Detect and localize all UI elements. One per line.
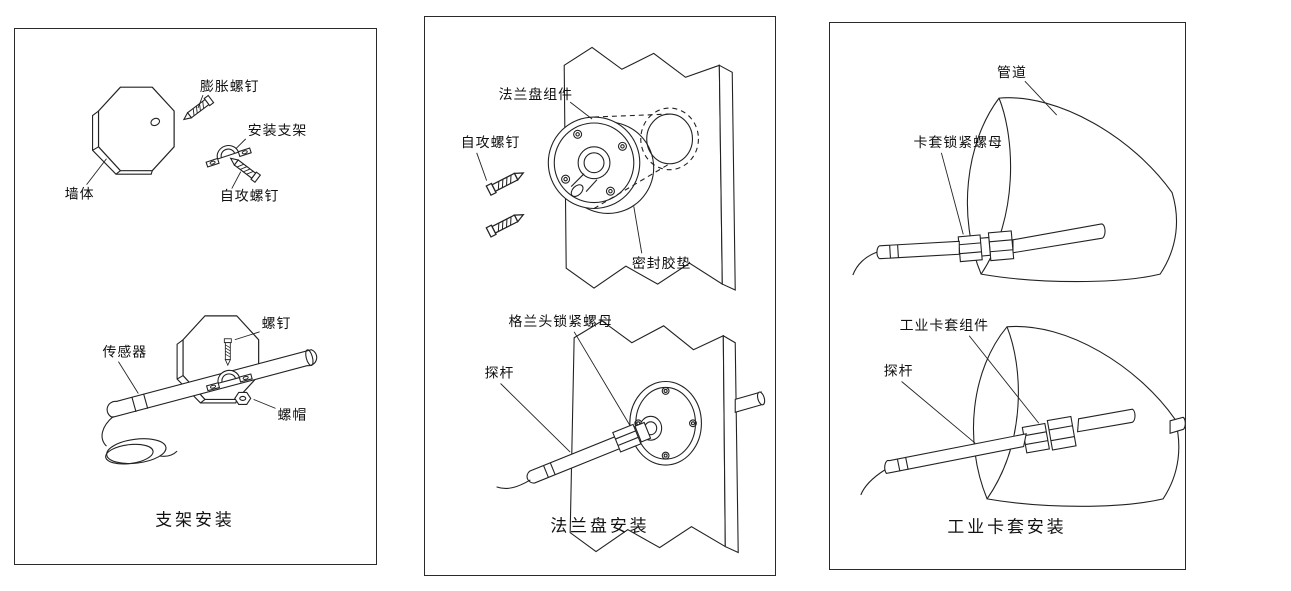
leader-flange-assembly <box>569 101 593 120</box>
label-pipe: 管道 <box>997 64 1027 80</box>
leader-probe <box>500 383 571 453</box>
label-bracket: 安装支架 <box>248 122 308 138</box>
tapping-screw-drawing <box>227 154 261 183</box>
label-tapping-screw: 自攻螺钉 <box>461 134 521 150</box>
leader-screw <box>234 331 260 341</box>
ferrule-fitting-top-drawing <box>852 223 1106 276</box>
panel-ferrule-install: 管道 卡套锁紧螺母 <box>829 22 1186 570</box>
pipe-bottom-drawing <box>972 325 1180 507</box>
flange-assembly-drawing <box>547 113 670 215</box>
leader-tapping-screw <box>231 171 242 189</box>
label-probe: 探杆 <box>884 363 914 379</box>
gland-collar-drawing <box>634 421 652 443</box>
bracket-install-diagram: 膨胀螺钉 安装支架 墙体 自攻螺钉 <box>65 78 318 530</box>
leader-ferrule-lock-nut <box>940 152 964 235</box>
mounted-flange-drawing <box>629 380 702 466</box>
wall-panel-top-drawing <box>563 46 736 291</box>
leader-wall <box>86 158 107 185</box>
gland-lock-nut-drawing <box>612 423 642 453</box>
flange-install-diagram: 法兰盘组件 自攻螺钉 密封胶垫 <box>461 46 766 554</box>
ferrule-fitting-bottom-drawing <box>860 408 1136 496</box>
label-ferrule-assembly: 工业卡套组件 <box>900 317 989 333</box>
tapping-screw-drawing-2 <box>485 209 527 238</box>
leader-ferrule-assembly <box>968 335 1040 424</box>
label-expansion-screw: 膨胀螺钉 <box>200 78 260 94</box>
sensor-assembly-drawing <box>101 315 318 465</box>
leader-sealing-gasket <box>633 206 643 254</box>
label-probe: 探杆 <box>485 365 515 381</box>
label-gland-lock-nut: 格兰头锁紧螺母 <box>509 313 613 329</box>
panel-caption-bracket: 支架安装 <box>155 511 235 530</box>
leader-expansion-screw <box>197 94 204 109</box>
label-flange-assembly: 法兰盘组件 <box>499 86 574 102</box>
label-tapping-screw: 自攻螺钉 <box>220 188 280 204</box>
ferrule-install-diagram: 管道 卡套锁紧螺母 <box>852 64 1185 537</box>
label-wall: 墙体 <box>65 186 95 202</box>
projection-dashed-lines <box>593 113 670 209</box>
panel-bracket-install: 膨胀螺钉 安装支架 墙体 自攻螺钉 <box>14 28 377 565</box>
leader-gland-lock-nut <box>573 331 631 426</box>
leader-bracket <box>235 138 247 150</box>
panel-caption-flange: 法兰盘安装 <box>550 517 649 536</box>
leader-probe <box>901 381 976 444</box>
mounting-bracket-drawing <box>202 138 252 168</box>
pipe-top-drawing <box>966 97 1178 283</box>
panel-caption-ferrule: 工业卡套安装 <box>947 518 1066 537</box>
leader-pipe <box>1024 80 1058 116</box>
label-screw: 螺钉 <box>262 315 292 331</box>
expansion-screw-drawing <box>180 94 215 124</box>
tapping-screw-drawing-1 <box>485 167 527 196</box>
leader-tapping-screw <box>476 152 488 181</box>
label-sensor: 传感器 <box>103 344 148 360</box>
label-nut: 螺帽 <box>278 406 308 422</box>
leader-nut <box>253 399 276 409</box>
label-ferrule-lock-nut: 卡套锁紧螺母 <box>914 134 1003 150</box>
panel-flange-install: 法兰盘组件 自攻螺钉 密封胶垫 <box>424 16 776 576</box>
wall-plug-drawing <box>91 86 175 175</box>
label-sealing-gasket: 密封胶垫 <box>632 255 692 271</box>
rear-rod-stub-drawing <box>1169 416 1185 434</box>
rear-rod-stub-drawing <box>734 391 766 414</box>
leader-sensor <box>118 361 139 394</box>
